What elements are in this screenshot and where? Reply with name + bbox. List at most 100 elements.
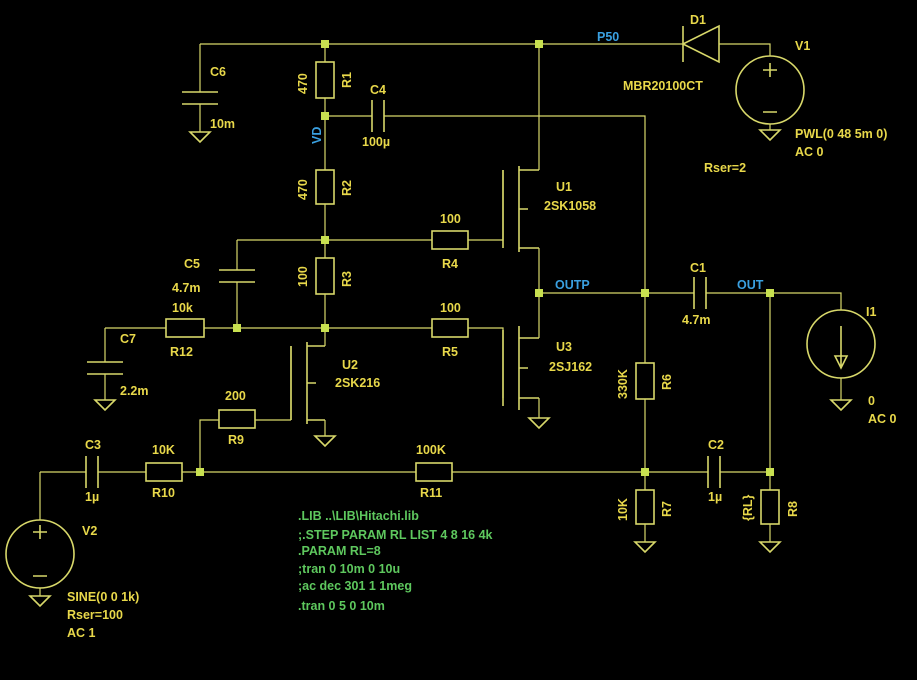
r12-value: 10k bbox=[172, 301, 193, 315]
r9-ref: R9 bbox=[228, 433, 244, 447]
c2-ref: C2 bbox=[708, 438, 724, 452]
c4-value: 100µ bbox=[362, 135, 390, 149]
i1-ac: AC 0 bbox=[868, 412, 897, 426]
v1-value: PWL(0 48 5m 0) bbox=[795, 127, 887, 141]
resistor-r3 bbox=[315, 257, 335, 295]
mosfet-u2 bbox=[290, 342, 325, 424]
r2-value: 470 bbox=[296, 179, 310, 200]
net-label-out: OUT bbox=[737, 278, 764, 292]
c7-value: 2.2m bbox=[120, 384, 149, 398]
r1-ref: R1 bbox=[340, 72, 354, 88]
r2-ref: R2 bbox=[340, 180, 354, 196]
c1-value: 4.7m bbox=[682, 313, 711, 327]
component-labels: C6 10m R1 470 C4 100µ R2 470 R3 100 C5 4… bbox=[67, 13, 897, 640]
capacitor-c3 bbox=[85, 456, 99, 488]
junctions bbox=[196, 40, 774, 476]
r10-ref: R10 bbox=[152, 486, 175, 500]
r5-ref: R5 bbox=[442, 345, 458, 359]
ground-symbols bbox=[28, 129, 853, 608]
net-labels: P50 VD OUTP OUT bbox=[310, 30, 764, 292]
v1-ref: V1 bbox=[795, 39, 810, 53]
net-label-outp: OUTP bbox=[555, 278, 590, 292]
c5-ref: C5 bbox=[184, 257, 200, 271]
r10-value: 10K bbox=[152, 443, 175, 457]
i1-ref: I1 bbox=[866, 305, 876, 319]
resistor-r11 bbox=[415, 462, 453, 482]
r3-value: 100 bbox=[296, 266, 310, 287]
c6-value: 10m bbox=[210, 117, 235, 131]
net-label-p50: P50 bbox=[597, 30, 619, 44]
r7-value: 10K bbox=[616, 498, 630, 521]
u3-value: 2SJ162 bbox=[549, 360, 592, 374]
capacitors bbox=[85, 91, 721, 488]
v2-ref: V2 bbox=[82, 524, 97, 538]
v2-ac: AC 1 bbox=[67, 626, 96, 640]
r4-value: 100 bbox=[440, 212, 461, 226]
v2-rser: Rser=100 bbox=[67, 608, 123, 622]
r6-ref: R6 bbox=[660, 374, 674, 390]
capacitor-c7 bbox=[87, 361, 123, 375]
r8-ref: R8 bbox=[786, 501, 800, 517]
d1-ref: D1 bbox=[690, 13, 706, 27]
r3-ref: R3 bbox=[340, 271, 354, 287]
capacitor-c2 bbox=[707, 456, 721, 488]
c1-ref: C1 bbox=[690, 261, 706, 275]
d1-value: MBR20100CT bbox=[623, 79, 703, 93]
directive-line: .PARAM RL=8 bbox=[298, 544, 381, 558]
resistors bbox=[145, 61, 780, 525]
r6-value: 330K bbox=[616, 369, 630, 399]
r1-value: 470 bbox=[296, 73, 310, 94]
resistor-r9 bbox=[218, 409, 256, 429]
directive-line: .LIB ..\LIB\Hitachi.lib bbox=[298, 509, 419, 523]
resistor-r8 bbox=[760, 489, 780, 525]
u2-value: 2SK216 bbox=[335, 376, 380, 390]
u2-ref: U2 bbox=[342, 358, 358, 372]
r11-ref: R11 bbox=[420, 486, 442, 500]
c7-ref: C7 bbox=[120, 332, 136, 346]
v2-value: SINE(0 0 1k) bbox=[67, 590, 139, 604]
r11-value: 100K bbox=[416, 443, 446, 457]
r12-ref: R12 bbox=[170, 345, 193, 359]
r4-ref: R4 bbox=[442, 257, 458, 271]
directive-line: ;.STEP PARAM RL LIST 4 8 16 4k bbox=[298, 528, 493, 542]
diode-d1 bbox=[681, 24, 720, 64]
capacitor-c5 bbox=[219, 269, 255, 283]
r8-value: {RL} bbox=[741, 494, 755, 521]
resistor-r10 bbox=[145, 462, 183, 482]
r9-value: 200 bbox=[225, 389, 246, 403]
spice-directives: .LIB ..\LIB\Hitachi.lib ;.STEP PARAM RL … bbox=[298, 509, 493, 613]
resistor-r5 bbox=[431, 318, 469, 338]
wires bbox=[39, 43, 842, 596]
directive-line: .tran 0 5 0 10m bbox=[298, 599, 385, 613]
u1-ref: U1 bbox=[556, 180, 572, 194]
resistor-r2 bbox=[315, 169, 335, 205]
directive-line: ;tran 0 10m 0 10u bbox=[298, 562, 400, 576]
r5-value: 100 bbox=[440, 301, 461, 315]
mosfets bbox=[290, 166, 539, 424]
voltage-source-v2 bbox=[5, 519, 75, 589]
capacitor-c1 bbox=[693, 277, 707, 309]
c6-ref: C6 bbox=[210, 65, 226, 79]
c5-value: 4.7m bbox=[172, 281, 201, 295]
r7-ref: R7 bbox=[660, 501, 674, 517]
u1-value: 2SK1058 bbox=[544, 199, 596, 213]
current-source-i1 bbox=[806, 309, 876, 379]
c4-ref: C4 bbox=[370, 83, 386, 97]
resistor-r1 bbox=[315, 61, 335, 99]
directive-line: ;ac dec 301 1 1meg bbox=[298, 579, 412, 593]
c3-ref: C3 bbox=[85, 438, 101, 452]
i1-value: 0 bbox=[868, 394, 875, 408]
capacitor-c4 bbox=[371, 100, 385, 132]
voltage-source-v1 bbox=[735, 55, 805, 125]
resistor-r12 bbox=[165, 318, 205, 338]
v1-ac: AC 0 bbox=[795, 145, 824, 159]
c3-value: 1µ bbox=[85, 490, 99, 504]
c2-value: 1µ bbox=[708, 490, 722, 504]
resistor-r6 bbox=[635, 362, 655, 400]
v1-rser: Rser=2 bbox=[704, 161, 746, 175]
mosfet-u1 bbox=[502, 166, 539, 252]
resistor-r7 bbox=[635, 489, 655, 525]
u3-ref: U3 bbox=[556, 340, 572, 354]
